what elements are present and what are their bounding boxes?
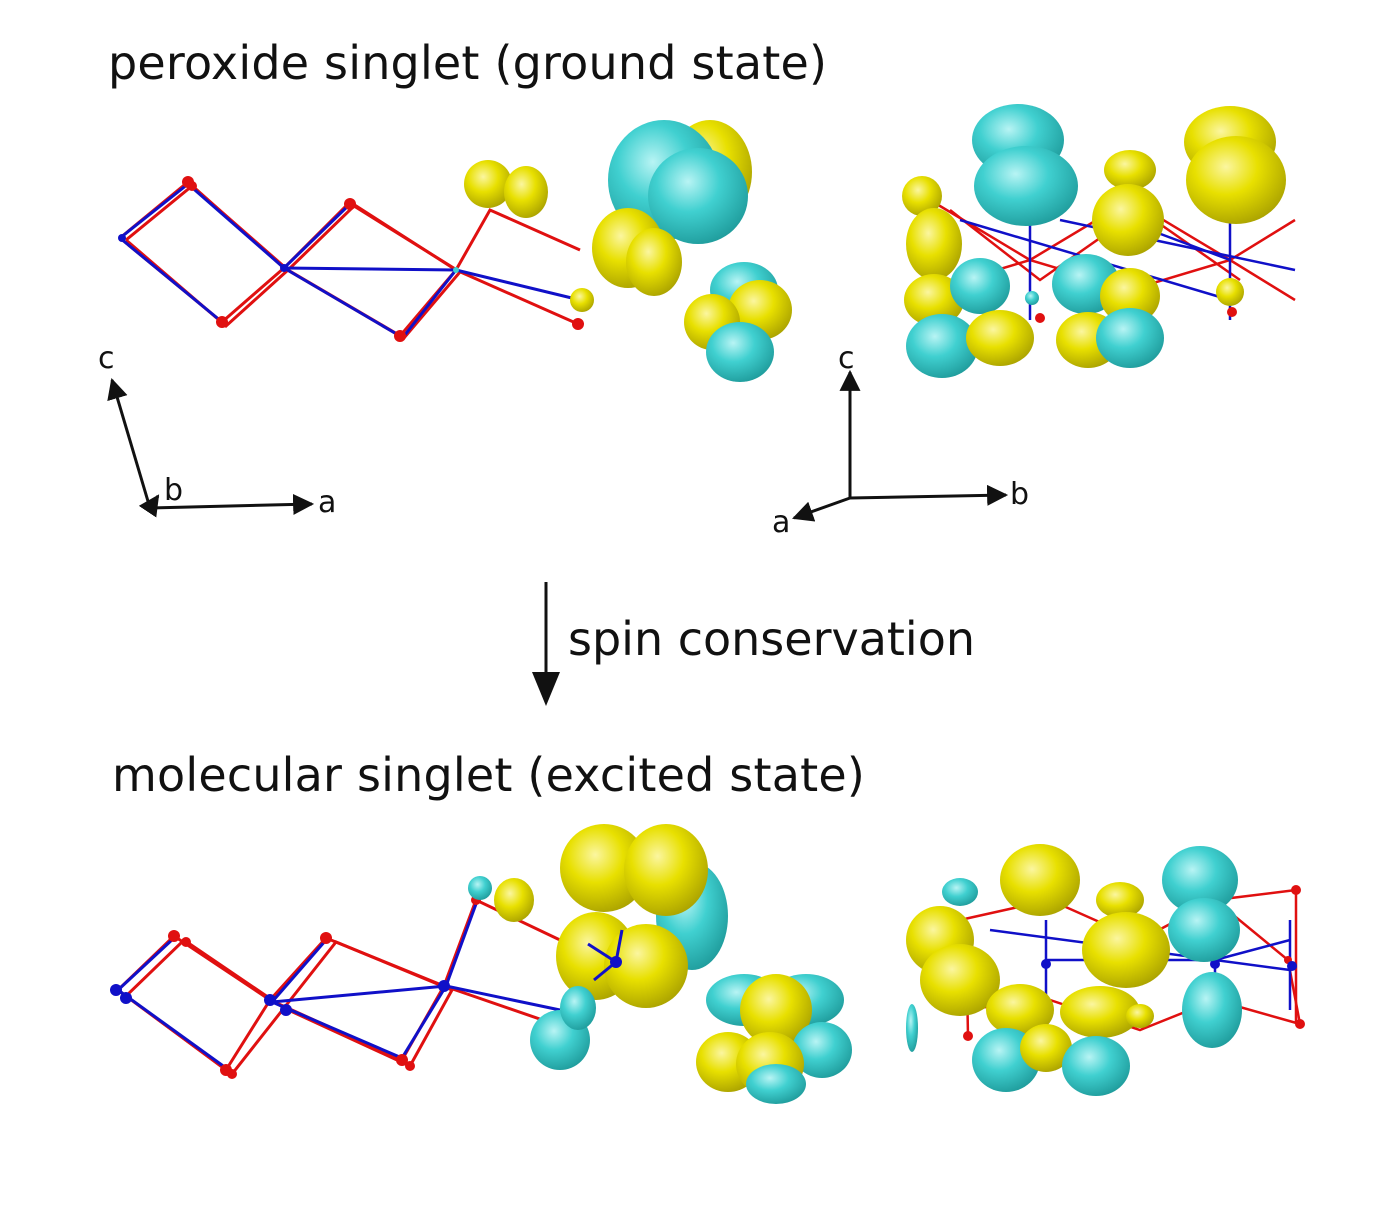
- right-a-axis-arrow: [792, 496, 851, 522]
- left-b-axis-arrow: [138, 494, 160, 518]
- ground-state-title: peroxide singlet (ground state): [108, 36, 828, 90]
- right-axis-b-label: b: [1010, 477, 1030, 512]
- left-axis-a-label: a: [318, 485, 337, 520]
- top-left-orbital: [464, 120, 792, 382]
- top-left-structure: [118, 176, 584, 342]
- spin-conservation-label: spin conservation: [568, 612, 976, 666]
- right-axis-c-label: c: [838, 341, 855, 376]
- right-axis-a-label: a: [772, 505, 791, 540]
- bottom-left-structure: [110, 895, 561, 1079]
- excited-state-title: molecular singlet (excited state): [112, 748, 865, 802]
- left-axes: [107, 377, 315, 518]
- left-a-axis-arrow: [149, 493, 315, 515]
- left-axis-c-label: c: [98, 341, 115, 376]
- bottom-left-orbital: [468, 824, 852, 1104]
- left-axis-b-label: b: [164, 473, 184, 508]
- transition-arrow: [532, 582, 560, 706]
- left-c-axis-arrow: [107, 377, 152, 509]
- top-right-orbital: [902, 104, 1286, 378]
- right-b-axis-arrow: [849, 484, 1009, 506]
- bottom-right-orbital: [906, 844, 1242, 1096]
- right-axes: [792, 369, 1009, 522]
